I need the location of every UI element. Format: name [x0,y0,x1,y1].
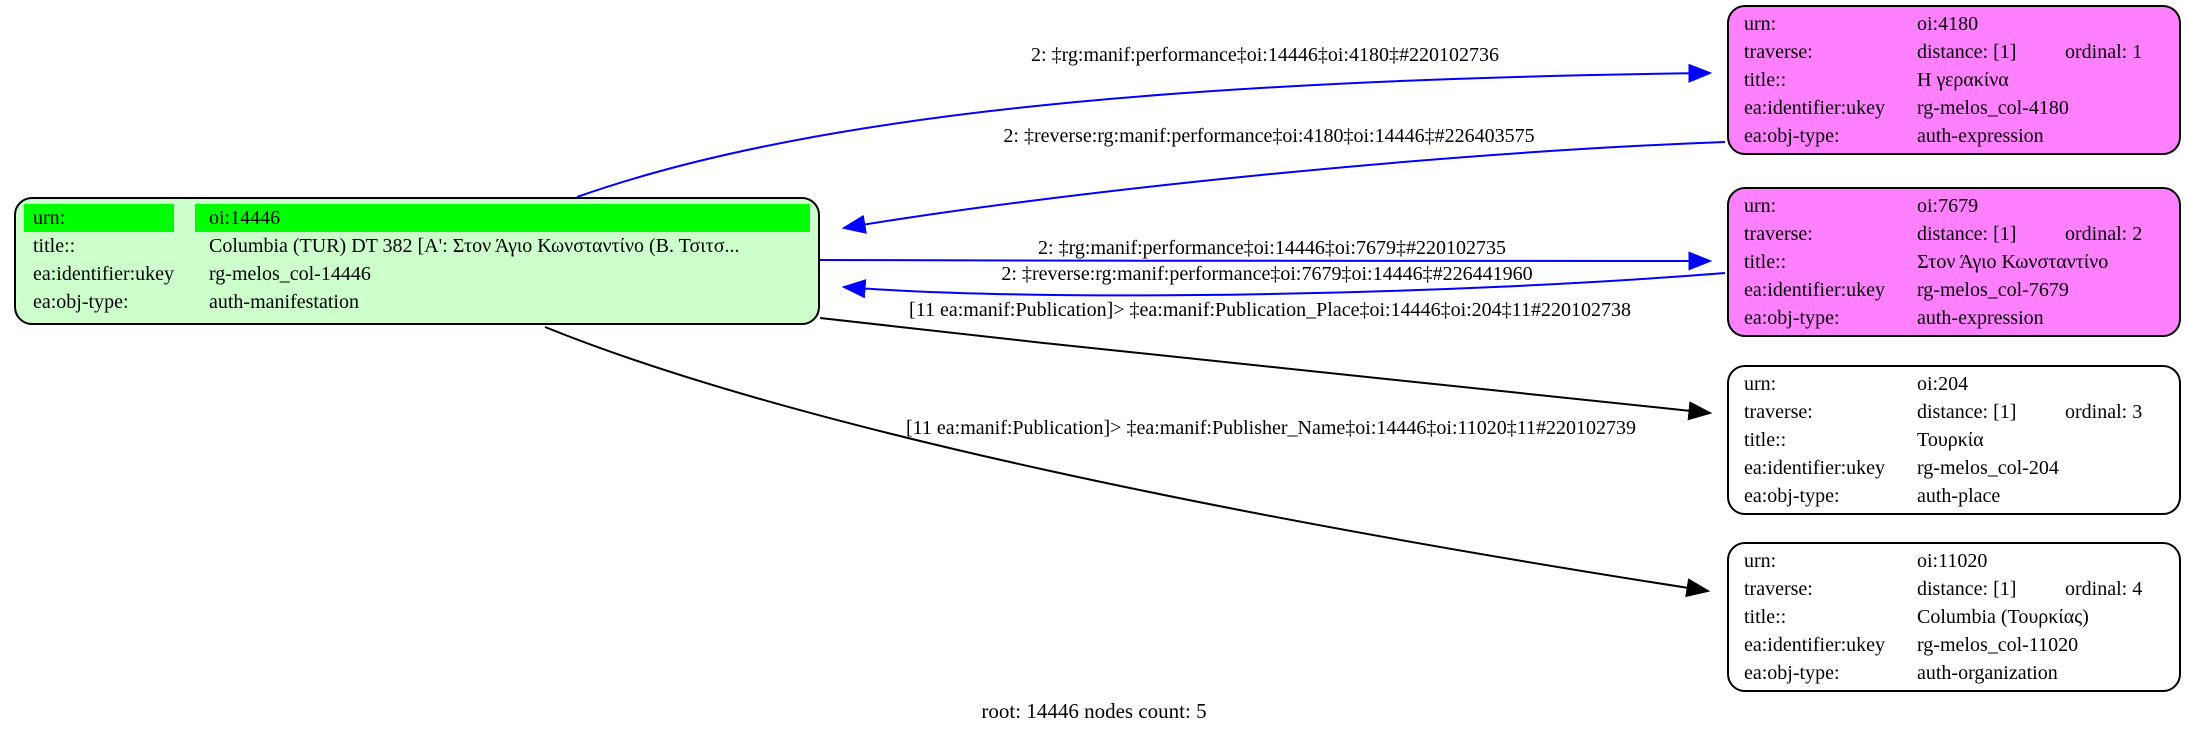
field-label: urn: [1744,550,1777,572]
field-value: auth-place [1917,485,2001,507]
distance-value: distance: [1] [1917,401,2017,423]
edge-label-reverse-performance-4180: 2: ‡reverse:rg:manif:performance‡oi:4180… [1003,125,1535,147]
field-label: ea:obj-type: [1744,662,1840,684]
edge-reverse-performance-4180-14446 [841,141,1726,234]
field-label: ea:identifier:ukey [1744,457,1886,479]
field-label: ea:identifier:ukey [1744,634,1886,656]
field-row-objtype: ea:obj-type: auth-manifestation [24,288,810,316]
node-oi-11020[interactable]: urn: oi:11020 traverse: distance: [1] ordin… [1727,542,2181,692]
ordinal-value: ordinal: 2 [2065,223,2143,245]
field-value: Columbia (Τουρκίας) [1917,606,2089,628]
distance-value: distance: [1] [1917,578,2017,600]
field-value: rg-melos_col-14446 [209,263,371,285]
distance-value: distance: [1] [1917,41,2017,63]
field-value: oi:4180 [1917,13,1979,35]
field-label: urn: [24,204,174,232]
field-label: ea:obj-type: [1744,125,1840,147]
edge-publication-place-14446-204 [819,317,1713,421]
field-label: title:: [1744,251,1787,273]
edge-performance-14446-7679 [819,251,1713,271]
field-value: Στον Άγιο Κωνσταντίνο [1917,251,2109,273]
field-value: Η γερακίνα [1917,69,2009,91]
field-value: Columbia (TUR) DT 382 [Α': Στον Άγιο Κων… [209,235,740,257]
field-label: ea:obj-type: [33,291,129,313]
edge-publisher-name-14446-11020 [544,326,1711,598]
graph-caption: root: 14446 nodes count: 5 [981,699,1207,723]
ordinal-value: ordinal: 1 [2065,41,2143,63]
field-label: traverse: [1744,41,1813,63]
field-label: ea:identifier:ukey [1744,97,1886,119]
distance-value: distance: [1] [1917,223,2017,245]
field-label: traverse: [1744,578,1813,600]
field-label: traverse: [1744,401,1813,423]
node-oi-204[interactable]: urn: oi:204 traverse: distance: [1] ordinal… [1727,365,2181,515]
field-label: ea:identifier:ukey [1744,279,1886,301]
field-value: rg-melos_col-11020 [1917,634,2079,656]
field-label: urn: [1744,373,1777,395]
field-value: auth-organization [1917,662,2058,684]
field-row-title: title:: Columbia (TUR) DT 382 [Α': Στον … [24,232,810,260]
field-label: ea:identifier:ukey [33,263,174,285]
field-value: oi:204 [1917,373,1969,395]
field-label: title:: [1744,429,1787,451]
field-label: title:: [1744,606,1787,628]
node-oi-7679[interactable]: urn: oi:7679 traverse: distance: [1] ordina… [1727,187,2181,337]
ordinal-value: ordinal: 4 [2065,578,2143,600]
field-value: Τουρκία [1917,429,1984,451]
field-row-ukey: ea:identifier:ukey rg-melos_col-14446 [24,260,810,288]
edge-label-performance-7679: 2: ‡rg:manif:performance‡oi:14446‡oi:767… [1038,237,1506,259]
field-value: oi:7679 [1917,195,1979,217]
ordinal-value: ordinal: 3 [2065,401,2143,423]
field-value: auth-expression [1917,125,2044,147]
edge-label-reverse-performance-7679: 2: ‡reverse:rg:manif:performance‡oi:7679… [1001,263,1533,285]
edge-label-publication-place: [11 ea:manif:Publication]> ‡ea:manif:Pub… [909,299,1631,321]
field-value: rg-melos_col-4180 [1917,97,2069,119]
field-value: oi:11020 [1917,550,1988,572]
field-value: rg-melos_col-7679 [1917,279,2069,301]
field-value: rg-melos_col-204 [1917,457,2059,479]
field-label: ea:obj-type: [1744,485,1840,507]
edge-label-performance-4180: 2: ‡rg:manif:performance‡oi:14446‡oi:418… [1031,44,1499,66]
field-value: auth-expression [1917,307,2044,329]
field-label: ea:obj-type: [1744,307,1840,329]
field-label: title:: [1744,69,1787,91]
field-label: traverse: [1744,223,1813,245]
field-label: urn: [1744,195,1777,217]
node-root-oi-14446[interactable]: urn: oi:14446 title:: Columbia (TUR) DT … [14,197,820,325]
edge-label-publisher-name: [11 ea:manif:Publication]> ‡ea:manif:Pub… [905,417,1637,439]
field-label: title:: [33,235,76,257]
node-oi-4180[interactable]: urn: oi:4180 traverse: distance: [1] ordina… [1727,5,2181,155]
field-row-urn: urn: oi:14446 [24,204,810,232]
field-value: oi:14446 [195,204,810,232]
field-value: auth-manifestation [209,291,359,313]
field-label: urn: [1744,13,1777,35]
